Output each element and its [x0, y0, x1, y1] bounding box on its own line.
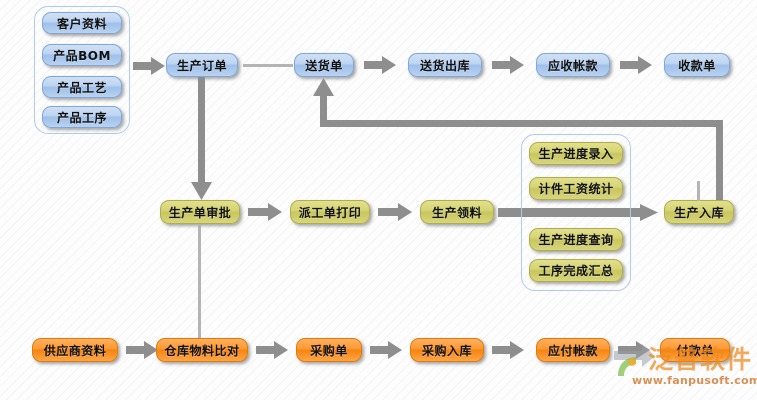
production-progress-group-panel — [521, 134, 631, 291]
node-payment-note[interactable]: 付款单 — [660, 338, 730, 362]
arrow-supplier-to-material-check — [126, 341, 158, 359]
feedback-path-horizontal — [320, 120, 723, 127]
arrow-material-check-to-po — [256, 341, 288, 359]
arrow-inbound-to-payable — [492, 341, 524, 359]
node-customer-data[interactable]: 客户资料 — [42, 12, 122, 34]
node-supplier-data[interactable]: 供应商资料 — [32, 338, 118, 362]
node-workorder-print[interactable]: 派工单打印 — [290, 200, 370, 224]
node-product-bom[interactable]: 产品BOM — [42, 44, 122, 66]
node-production-picking[interactable]: 生产领料 — [420, 200, 494, 224]
arrow-receivable-to-receipt — [620, 56, 652, 74]
node-purchase-order[interactable]: 采购单 — [296, 338, 362, 362]
node-production-order[interactable]: 生产订单 — [166, 53, 238, 77]
node-production-warehousing[interactable]: 生产入库 — [664, 200, 734, 224]
basic-data-group-panel — [34, 6, 130, 134]
feedback-path-vertical-left — [320, 96, 327, 124]
node-product-process[interactable]: 产品工艺 — [42, 76, 122, 98]
link-order-to-approval-line — [198, 77, 205, 182]
node-delivery-note[interactable]: 送货单 — [294, 53, 354, 77]
watermark-url: www.fanpusoft.com — [632, 374, 757, 387]
node-accounts-receivable[interactable]: 应收帐款 — [536, 53, 610, 77]
link-warehousing-stub — [697, 181, 700, 201]
arrow-payable-to-payment — [618, 341, 650, 359]
arrow-workorder-to-picking — [378, 203, 412, 221]
node-purchase-inbound[interactable]: 采购入库 — [410, 338, 484, 362]
node-procedure-summary[interactable]: 工序完成汇总 — [529, 259, 623, 282]
arrow-delivery-to-outbound — [364, 56, 396, 74]
node-accounts-payable[interactable]: 应付帐款 — [536, 338, 610, 362]
arrow-basicdata-to-order — [133, 57, 165, 75]
node-piecework-wage-stats[interactable]: 计件工资统计 — [529, 177, 623, 200]
arrow-order-to-approval — [191, 182, 212, 200]
node-receipt-note[interactable]: 收款单 — [664, 53, 730, 77]
node-progress-entry[interactable]: 生产进度录入 — [529, 142, 623, 165]
node-production-approval[interactable]: 生产单审批 — [160, 200, 240, 224]
link-order-to-delivery — [243, 64, 293, 67]
arrow-po-to-inbound — [370, 341, 402, 359]
node-material-check[interactable]: 仓库物料比对 — [156, 338, 248, 362]
arrow-approval-to-workorder — [248, 203, 282, 221]
feedback-path-vertical-right — [716, 120, 723, 204]
arrow-picking-to-warehousing — [498, 204, 658, 221]
node-product-procedure[interactable]: 产品工序 — [42, 106, 122, 128]
link-approval-to-material-check — [198, 224, 201, 344]
arrow-outbound-to-receivable — [492, 56, 524, 74]
arrow-feedback-into-delivery — [313, 78, 334, 96]
node-delivery-outbound[interactable]: 送货出库 — [408, 53, 482, 77]
node-progress-query[interactable]: 生产进度查询 — [529, 228, 623, 251]
